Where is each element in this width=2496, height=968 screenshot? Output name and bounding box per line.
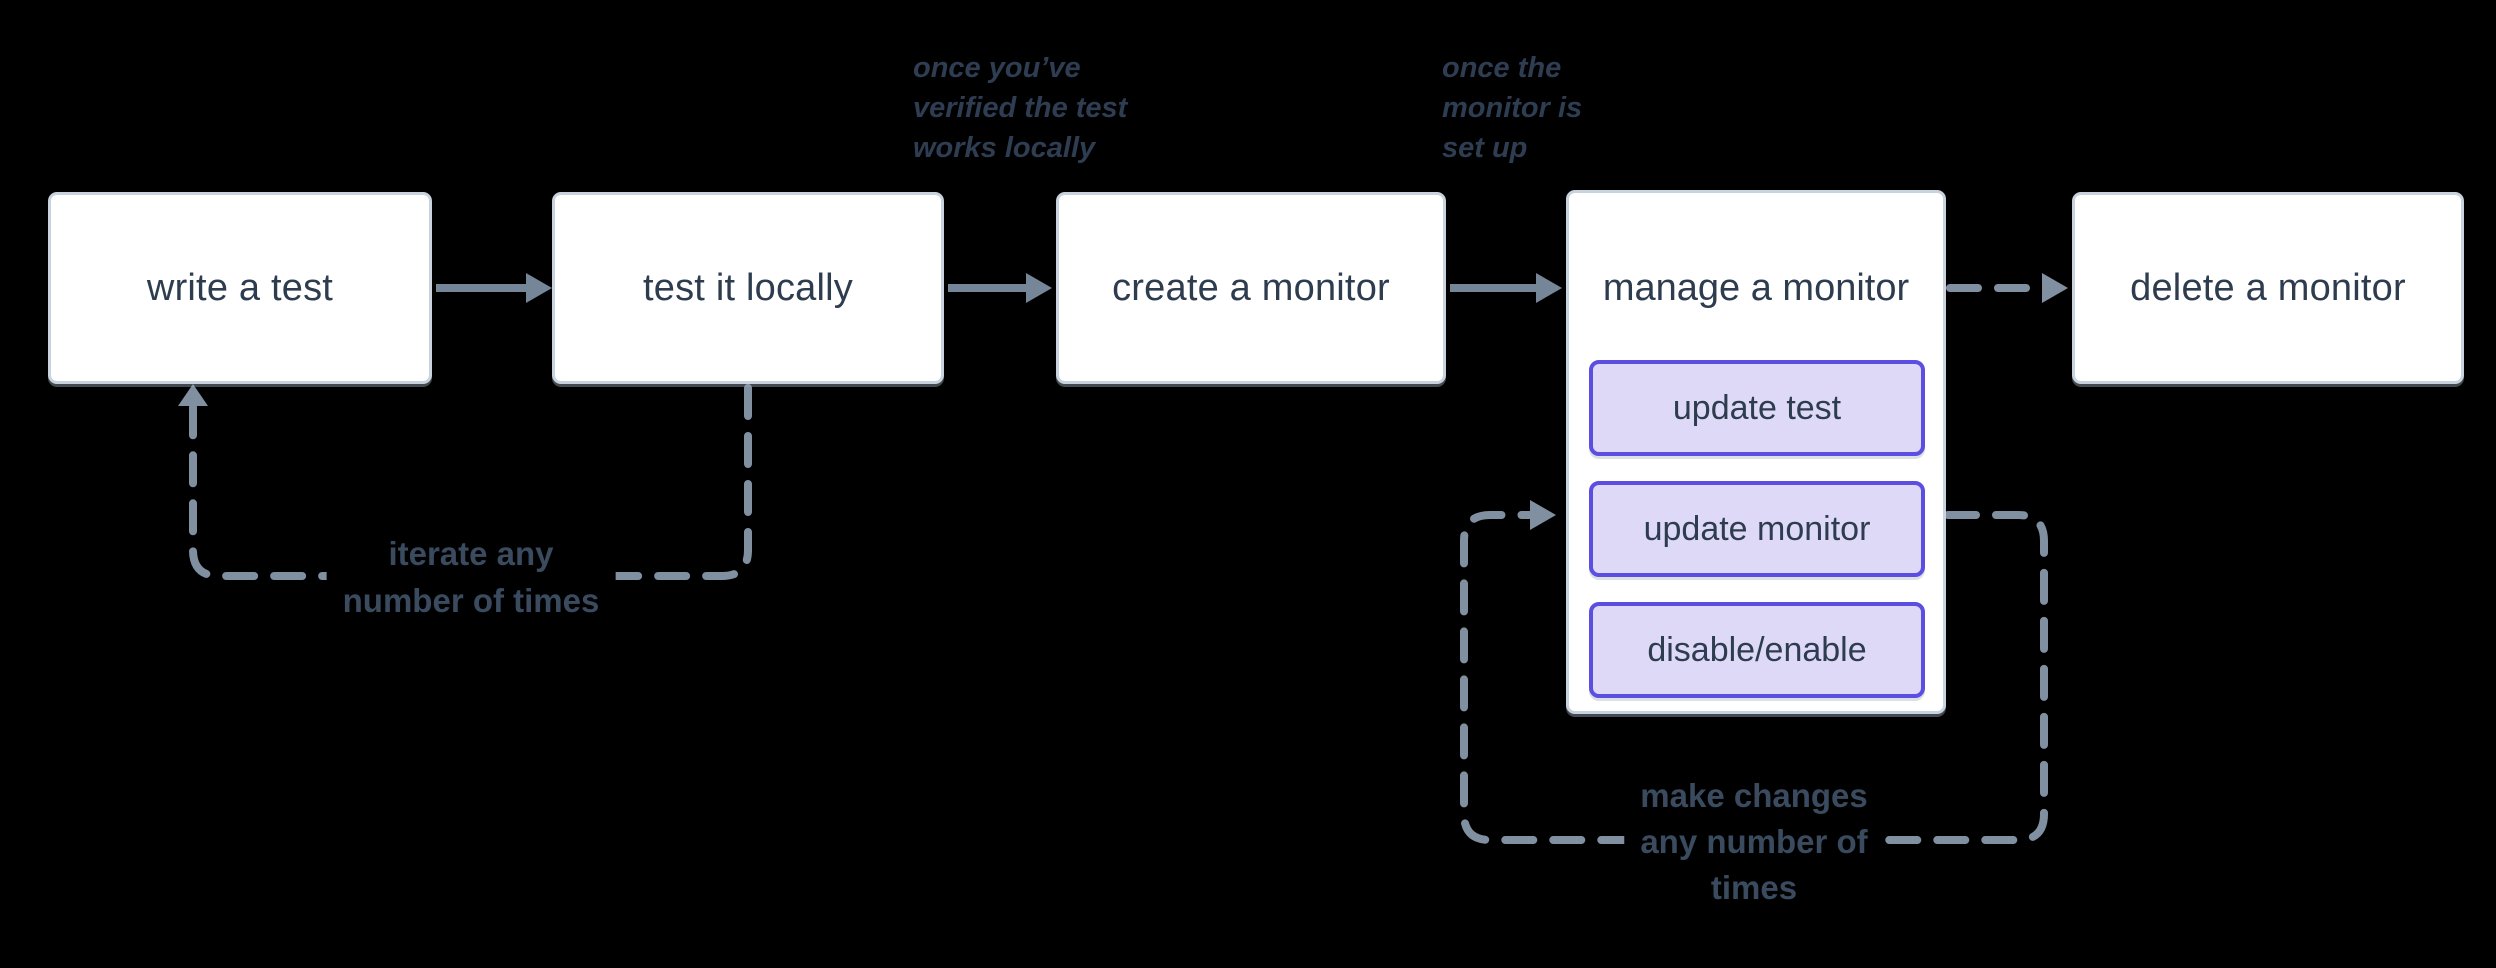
node-create-a-monitor: create a monitor — [1056, 192, 1446, 384]
arrow-manage-to-delete — [1946, 273, 2068, 303]
node-write-a-test-label: write a test — [146, 266, 334, 309]
node-delete-a-monitor-label: delete a monitor — [2130, 266, 2406, 309]
action-disable-enable: disable/enable — [1589, 602, 1925, 698]
node-create-a-monitor-label: create a monitor — [1112, 266, 1390, 309]
arrow-test-to-create — [948, 273, 1052, 303]
node-manage-a-monitor-label: manage a monitor — [1602, 266, 1910, 309]
annotation-after-monitor-setup: once the monitor is set up — [1442, 52, 1583, 164]
loop-iterate-label: iterate any number of times — [326, 530, 616, 624]
arrow-create-to-manage — [1450, 273, 1562, 303]
action-update-test: update test — [1589, 360, 1925, 456]
node-delete-a-monitor: delete a monitor — [2072, 192, 2464, 384]
action-update-monitor-label: update monitor — [1643, 509, 1871, 548]
node-manage-a-monitor: manage a monitor update test update moni… — [1566, 190, 1946, 714]
action-update-test-label: update test — [1672, 388, 1842, 427]
loop-manage-label: make changes any number of times — [1624, 773, 1884, 911]
node-test-it-locally: test it locally — [552, 192, 944, 384]
annotation-after-local-test: once you’ve verified the test works loca… — [913, 52, 1128, 164]
arrow-write-to-test — [436, 273, 552, 303]
action-disable-enable-label: disable/enable — [1647, 630, 1867, 669]
action-update-monitor: update monitor — [1589, 481, 1925, 577]
node-test-it-locally-label: test it locally — [643, 266, 853, 309]
node-write-a-test: write a test — [48, 192, 432, 384]
